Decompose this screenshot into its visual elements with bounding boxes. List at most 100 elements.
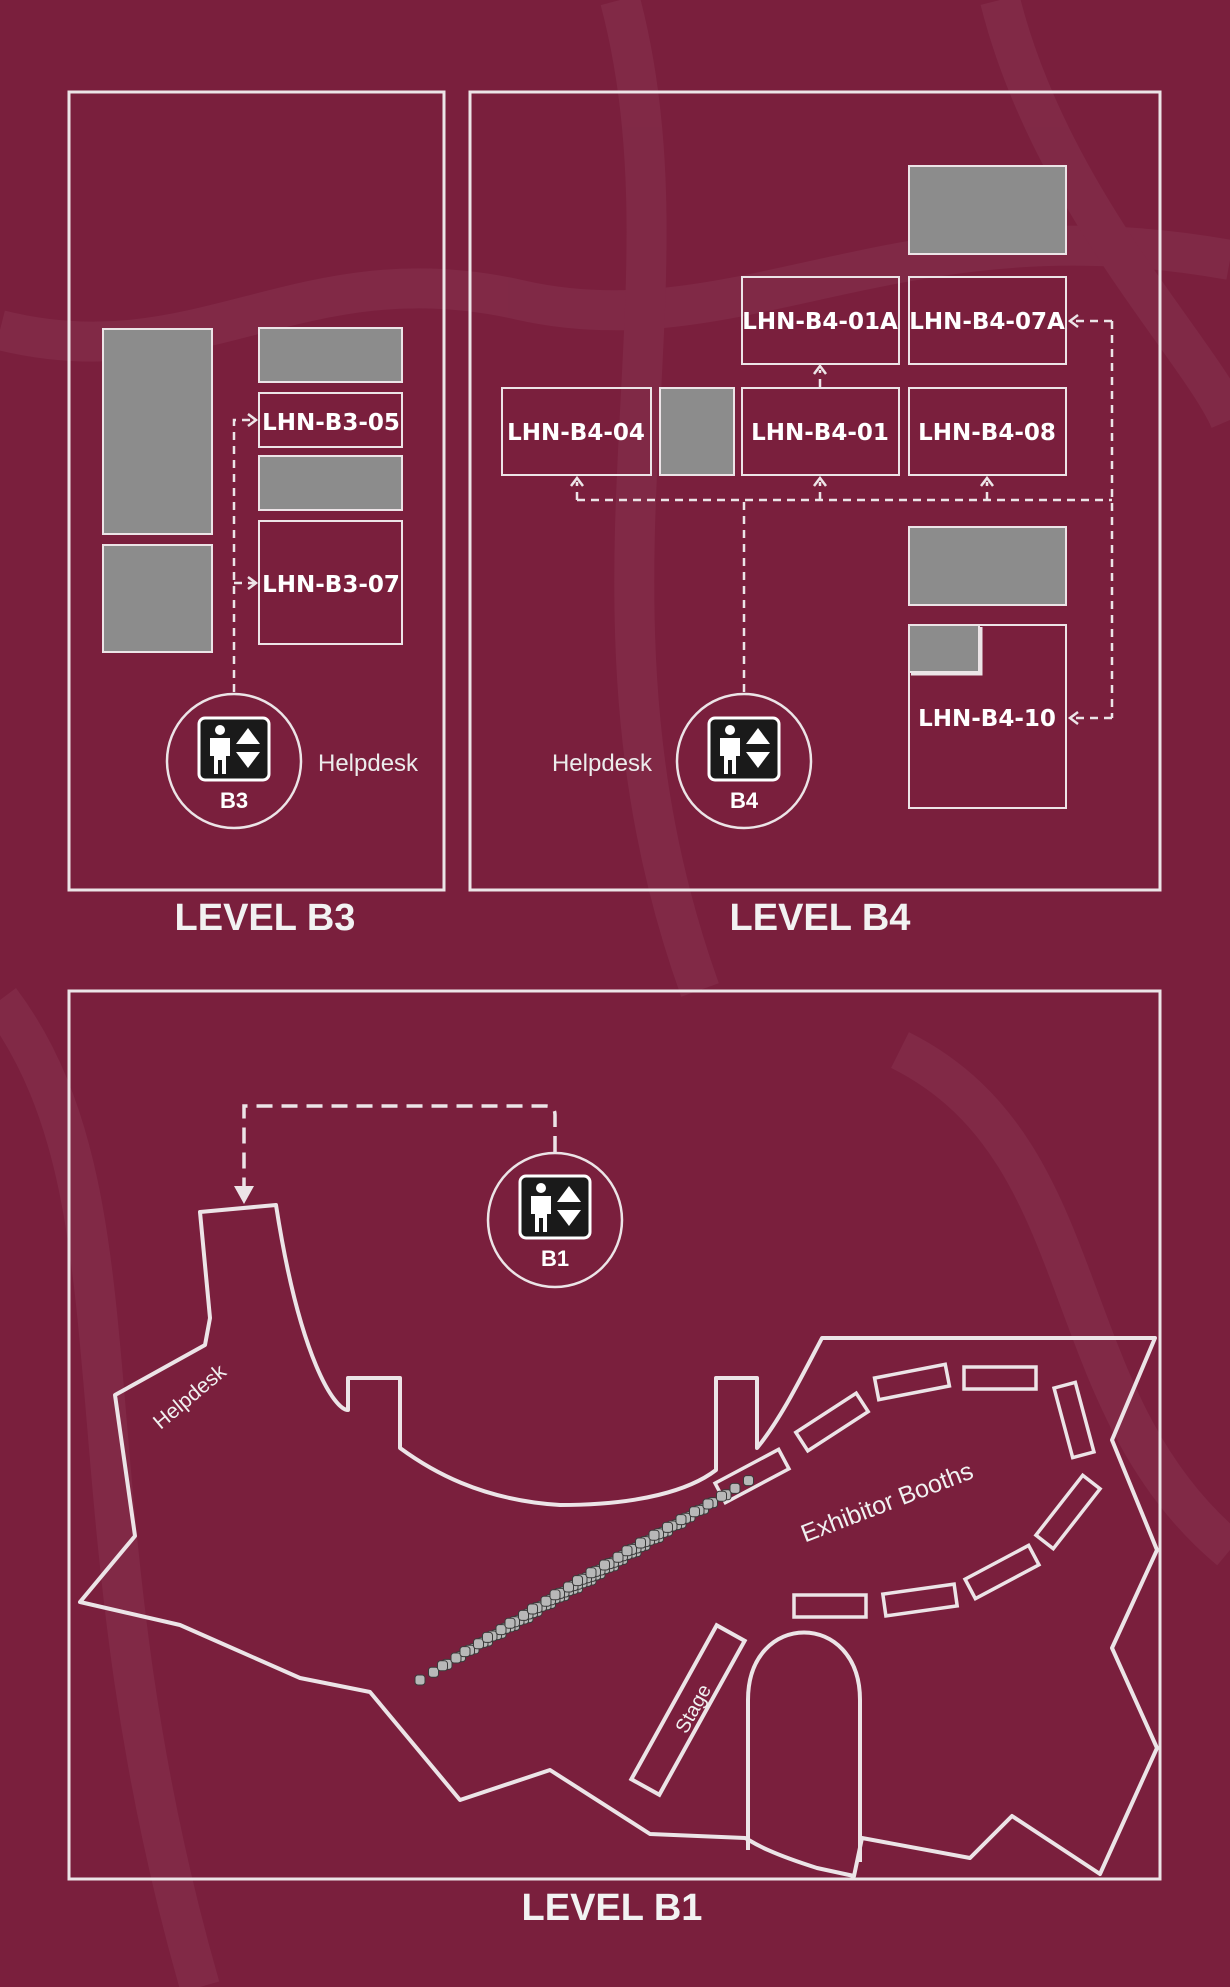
elevator-icon (197, 716, 271, 782)
b4-room-unlabeled-top (908, 165, 1067, 255)
booth (962, 1543, 1042, 1601)
b3-route (232, 418, 254, 692)
seat (495, 1624, 507, 1636)
room-lhn-b4-04-box (501, 387, 652, 476)
booth (1033, 1472, 1103, 1552)
room-lhn-b4-01[interactable]: LHN-B4-01 (741, 387, 900, 476)
b4-room-10-annex (908, 624, 980, 673)
b4-room-unlabeled-right (908, 526, 1067, 606)
room-lhn-b4-04-label: LHN-B4-04 (507, 420, 645, 446)
booth (872, 1362, 952, 1402)
room-lhn-b3-07-label: LHN-B3-07 (262, 572, 400, 598)
elevator-b1[interactable]: B1 (486, 1151, 624, 1289)
seat (675, 1514, 687, 1526)
level-b3-title: LEVEL B3 (175, 897, 356, 939)
room-lhn-b4-10[interactable]: LHN-B4-10 (908, 624, 1067, 809)
room-lhn-b4-10-box (908, 624, 1067, 809)
room-lhn-b4-08-box (908, 387, 1067, 476)
b3-helpdesk-label: Helpdesk (318, 750, 419, 777)
elevator-icon (518, 1174, 592, 1240)
b1-floor-outline (78, 1203, 1159, 1878)
room-lhn-b3-07[interactable]: LHN-B3-07 (258, 520, 403, 645)
booth (793, 1390, 871, 1454)
booth (880, 1582, 960, 1618)
room-lhn-b3-05-box (258, 392, 403, 448)
booth (962, 1365, 1038, 1391)
elevator-b3-circle (165, 692, 303, 830)
b4-room-unlabeled-middle (659, 387, 735, 476)
level-b3-frame (67, 90, 446, 892)
room-lhn-b4-07a[interactable]: LHN-B4-07A (908, 276, 1067, 365)
level-b1-title: LEVEL B1 (522, 1887, 703, 1929)
elevator-b4[interactable]: B4 (675, 692, 813, 830)
seat (473, 1638, 484, 1650)
seat (599, 1559, 610, 1571)
seat (662, 1521, 673, 1533)
room-lhn-b4-01a-box (741, 276, 900, 365)
b4-room-10-annex-shadow (911, 627, 983, 676)
seat (414, 1674, 426, 1686)
b3-room-unlabeled-1 (102, 328, 213, 535)
level-b1-frame (67, 989, 1162, 1881)
seat (572, 1575, 583, 1587)
seat (459, 1646, 471, 1658)
elevator-b4-label: B4 (730, 788, 759, 813)
booth (1051, 1380, 1097, 1460)
seat (437, 1660, 448, 1672)
b3-route-arrowheads (247, 413, 259, 590)
level-b4-frame (468, 90, 1162, 892)
seat (428, 1666, 439, 1678)
room-lhn-b3-05-label: LHN-B3-05 (262, 410, 400, 436)
seat (563, 1581, 574, 1593)
b1-exhibitor-booths (712, 1362, 1103, 1619)
b1-route (242, 1104, 557, 1188)
seat (689, 1506, 700, 1518)
level-b4-title: LEVEL B4 (730, 897, 911, 939)
seat (450, 1652, 462, 1664)
seat (585, 1567, 597, 1579)
b4-helpdesk-label: Helpdesk (552, 750, 653, 777)
level-b1: B1 Stage Exhibitor Booths Helpdesk (67, 989, 1162, 1881)
seat (504, 1617, 516, 1629)
elevator-b1-circle (486, 1151, 624, 1289)
level-b4: LHN-B4-01A LHN-B4-07A LHN-B4-04 LHN-B4-0… (468, 90, 1162, 892)
room-lhn-b4-10-label: LHN-B4-10 (918, 706, 1056, 732)
seat (527, 1603, 538, 1615)
seat (612, 1551, 624, 1563)
seat (648, 1529, 660, 1541)
elevator-b3-label: B3 (220, 788, 248, 813)
b3-room-unlabeled-3 (258, 327, 403, 383)
elevator-b1-label: B1 (541, 1246, 569, 1271)
seat (729, 1482, 741, 1494)
room-lhn-b4-07a-label: LHN-B4-07A (909, 309, 1065, 335)
room-lhn-b4-08[interactable]: LHN-B4-08 (908, 387, 1067, 476)
elevator-b3[interactable]: B3 (165, 692, 303, 830)
room-lhn-b3-07-box (258, 520, 403, 645)
room-lhn-b3-05[interactable]: LHN-B3-05 (258, 392, 403, 448)
seat (621, 1545, 633, 1557)
room-lhn-b4-01-label: LHN-B4-01 (751, 420, 889, 446)
room-lhn-b4-01-box (741, 387, 900, 476)
room-lhn-b4-04[interactable]: LHN-B4-04 (501, 387, 652, 476)
level-b3: LHN-B3-05 LHN-B3-07 B3 Helpdesk (67, 90, 446, 892)
b4-route-arrowheads (570, 314, 1079, 725)
seat (743, 1475, 754, 1487)
elevator-icon (707, 716, 781, 782)
room-lhn-b4-01a-label: LHN-B4-01A (742, 309, 898, 335)
room-lhn-b4-07a-box (908, 276, 1067, 365)
seat (716, 1490, 727, 1502)
seat (549, 1589, 561, 1601)
b1-route-arrowhead (234, 1186, 254, 1204)
b3-room-unlabeled-4 (258, 455, 403, 511)
seat (702, 1498, 714, 1510)
seat (540, 1595, 552, 1607)
b1-entrance-arch (746, 1630, 862, 1862)
seat (635, 1537, 646, 1549)
room-lhn-b4-01a[interactable]: LHN-B4-01A (741, 276, 900, 365)
room-lhn-b4-08-label: LHN-B4-08 (918, 420, 1056, 446)
b3-room-unlabeled-2 (102, 544, 213, 653)
b4-route (575, 319, 1114, 720)
b1-stage-box (628, 1622, 748, 1798)
elevator-b4-circle (675, 692, 813, 830)
